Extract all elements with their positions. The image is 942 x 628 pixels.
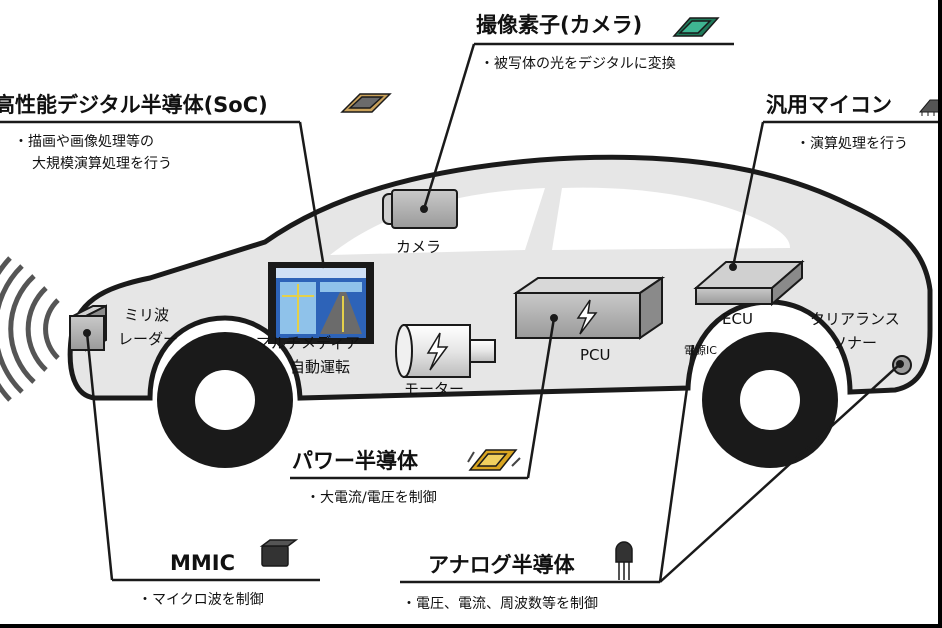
sonar-label-line1: クリアランス [810, 310, 900, 328]
soc-desc-line2: 大規模演算処理を行う [32, 156, 172, 172]
mcu-title: 汎用マイコン [766, 93, 892, 117]
mmic-title: MMIC [170, 551, 236, 575]
radar-wave-icon [0, 256, 60, 402]
mmic-chip-icon [259, 539, 299, 567]
power-ic-label: 電源IC [684, 344, 717, 357]
camera-unit [382, 189, 458, 229]
rear-wheel [157, 332, 293, 468]
motor-unit [395, 324, 496, 378]
multimedia-display [268, 262, 374, 344]
lightning-icon [576, 299, 598, 335]
analog-title: アナログ半導体 [428, 553, 575, 577]
multimedia-label-line1: マルチメディア [256, 334, 360, 352]
chip-icon [340, 93, 392, 113]
camera-sensor-desc: ・被写体の光をデジタルに変換 [480, 56, 676, 72]
radar-label-line1: ミリ波 [124, 306, 170, 324]
lightning-icon [426, 332, 449, 371]
transistor-icon [615, 541, 633, 580]
pcu-label: PCU [580, 346, 611, 364]
mmic-desc: ・マイクロ波を制御 [138, 592, 264, 608]
sonar-unit [892, 355, 912, 375]
camera-sensor-title: 撮像素子(カメラ) [476, 13, 643, 37]
front-wheel [702, 332, 838, 468]
analog-desc: ・電圧、電流、周波数等を制御 [402, 596, 598, 612]
pcu-unit [512, 276, 666, 340]
mcu-chip-icon [918, 99, 942, 116]
motor-label: モーター [404, 380, 465, 398]
multimedia-label-line2: 自動運転 [290, 358, 351, 376]
front-window [552, 187, 790, 250]
power-title: パワー半導体 [292, 449, 418, 473]
radar-label-line2: レーダー [118, 330, 179, 348]
ecu-unit [693, 259, 805, 307]
power-desc: ・大電流/電圧を制御 [306, 490, 437, 506]
power-chip-icon [467, 449, 521, 471]
leader-lines [0, 42, 942, 584]
sonar-label-line2: ソナー [832, 334, 878, 352]
mcu-desc: ・演算処理を行う [796, 136, 908, 152]
soc-desc-line1: ・描画や画像処理等の [14, 134, 154, 150]
camera-sensor-icon [672, 17, 720, 37]
soc-title: 高性能デジタル半導体(SoC) [0, 93, 268, 117]
camera-label: カメラ [396, 238, 442, 256]
ecu-label: ECU [722, 310, 753, 328]
